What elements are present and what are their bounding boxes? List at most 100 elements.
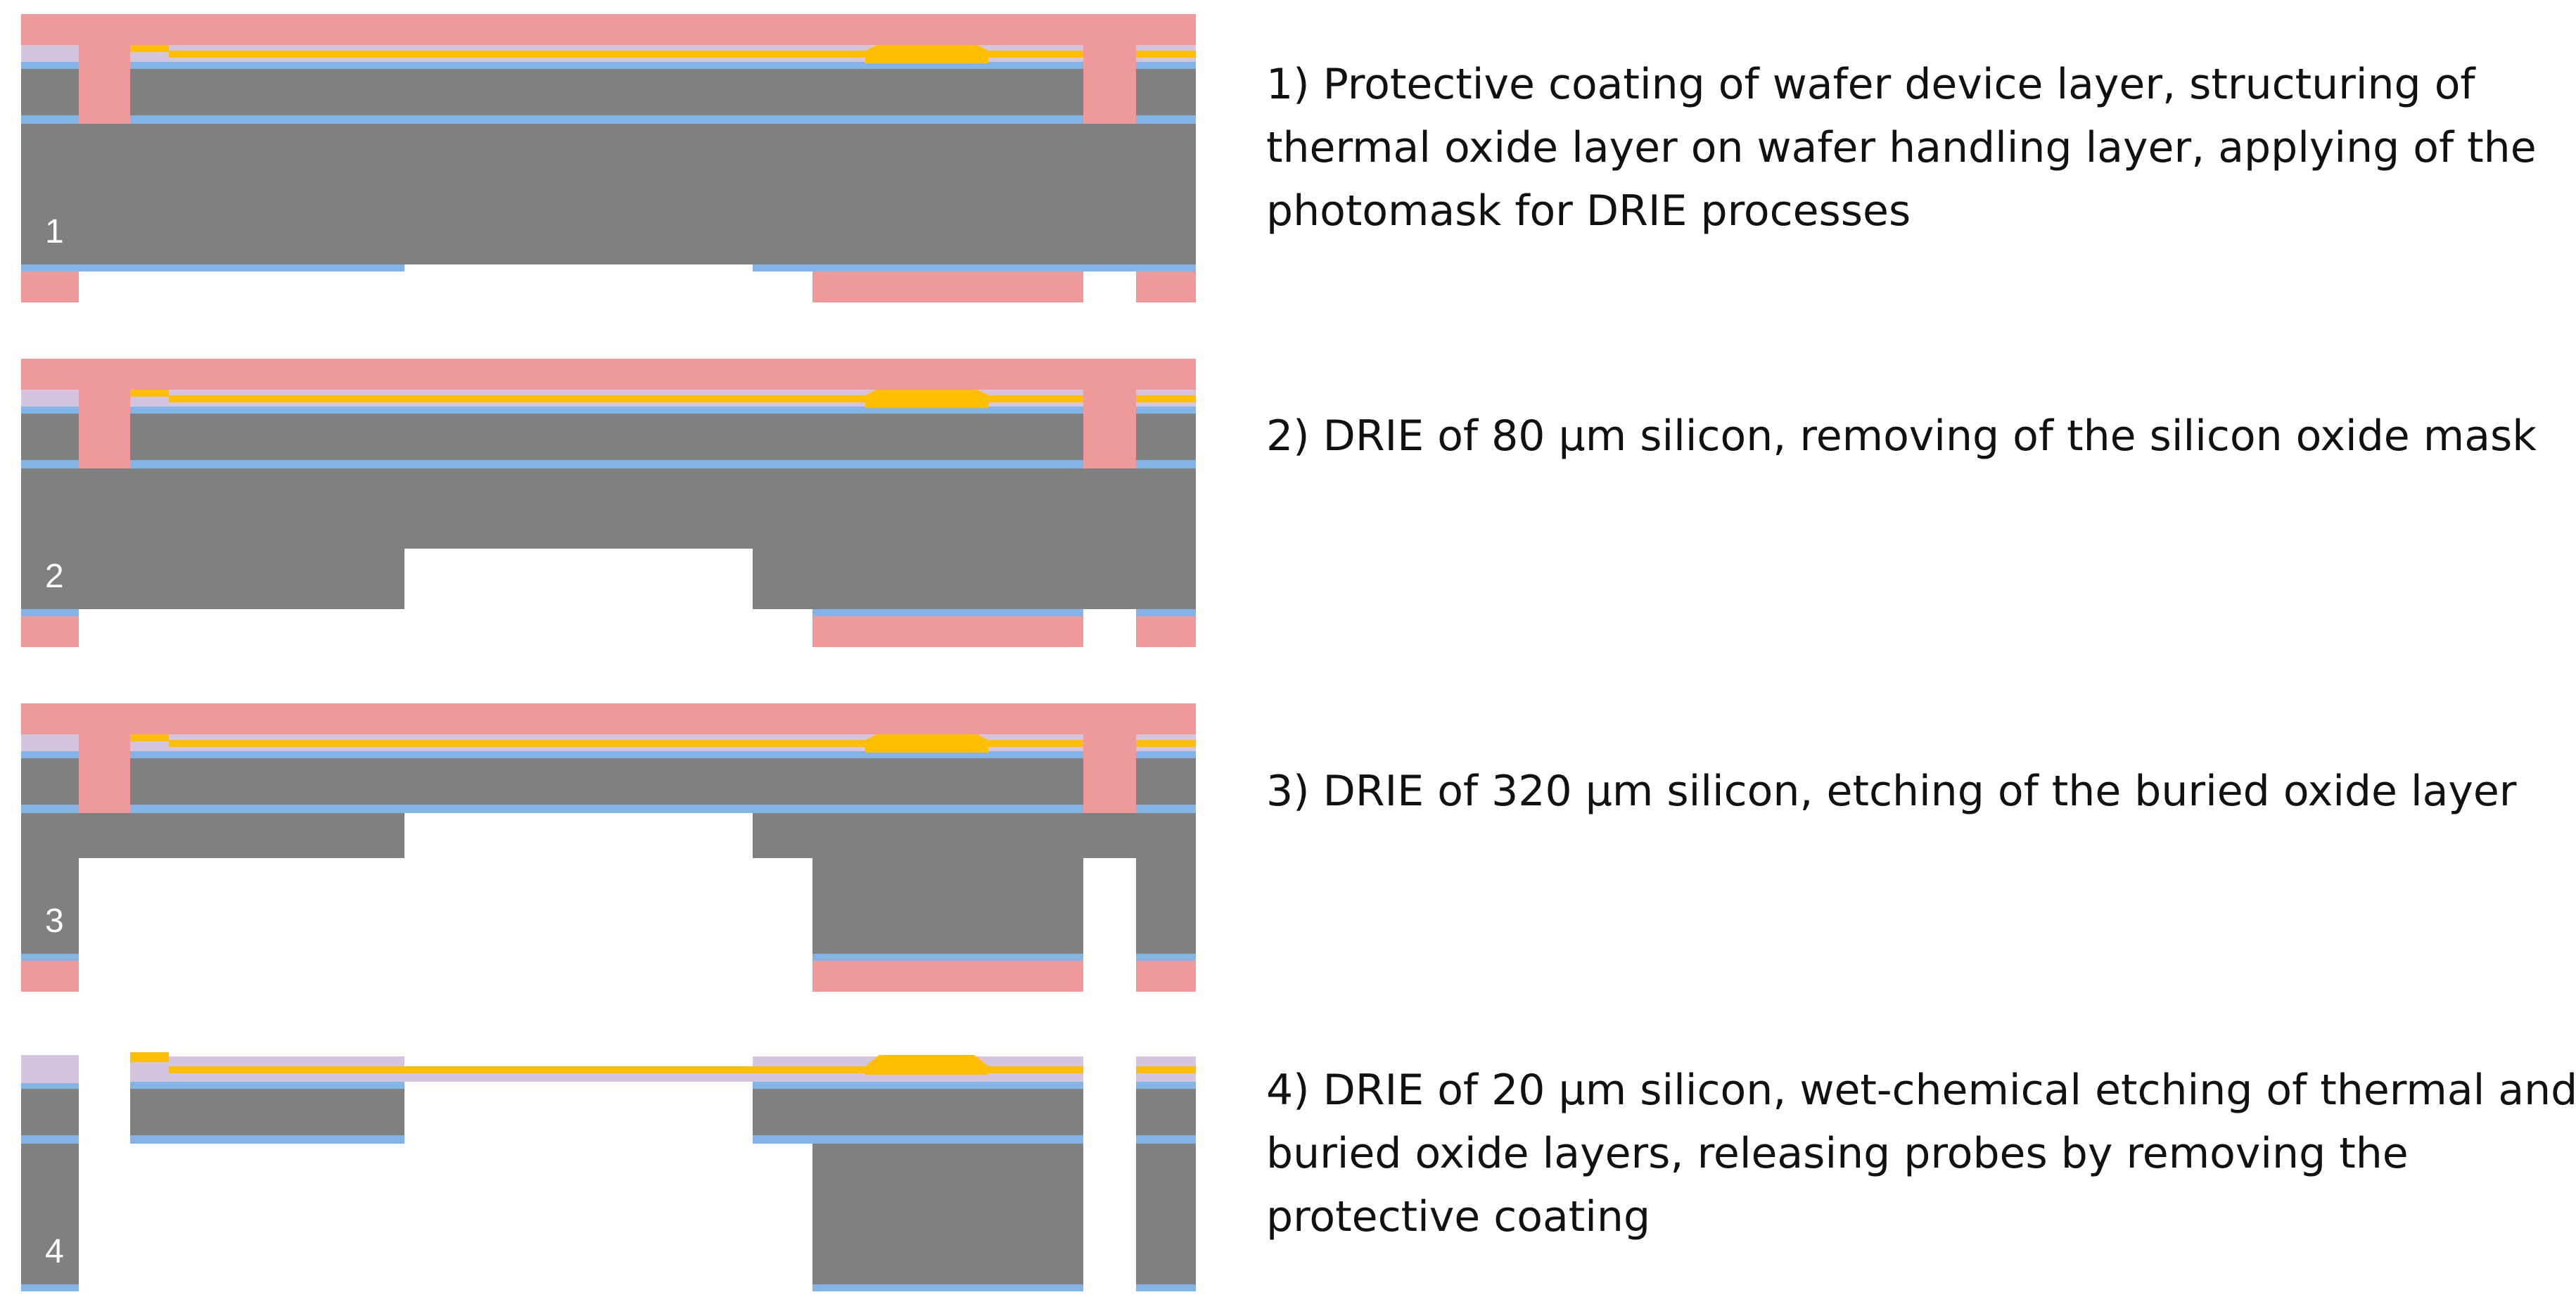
caption-line: protective coating (1266, 1192, 1651, 1241)
oxide-line (21, 609, 79, 616)
oxide-line (812, 954, 1083, 961)
photomask (1136, 616, 1196, 647)
protective-coating-plug (79, 703, 130, 813)
protective-coating-bump (865, 729, 988, 734)
step-caption-3: 3) DRIE of 320 µm silicon, etching of th… (1266, 760, 2568, 823)
protective-coating-plug (1083, 14, 1136, 124)
device-layer-silicon (130, 757, 1083, 805)
protective-coating (21, 359, 1196, 390)
oxide-line (21, 954, 79, 961)
thermal-oxide-line (21, 1082, 79, 1089)
buried-oxide-line (130, 460, 1083, 468)
device-layer-silicon (21, 1087, 79, 1135)
photomask (812, 271, 1083, 302)
handling-block (812, 858, 1083, 954)
protective-coating-plug (1083, 703, 1136, 813)
protective-coating-bump (865, 384, 988, 390)
metal-pad (865, 388, 988, 408)
device-layer-silicon (130, 412, 1083, 460)
buried-oxide-line (130, 805, 1083, 813)
thermal-oxide-mask (753, 264, 1196, 271)
photomask (1136, 271, 1196, 302)
photomask (21, 271, 79, 302)
metal-trace (169, 51, 1196, 58)
metal-trace (1136, 1066, 1196, 1073)
caption-line: 4) DRIE of 20 µm silicon, wet-chemical e… (1266, 1066, 2576, 1115)
thermal-oxide-line (753, 1082, 1083, 1089)
metal-pad (865, 44, 988, 63)
device-layer-silicon (21, 757, 79, 805)
oxide-line (812, 609, 1083, 616)
protective-coating-plug (79, 14, 130, 124)
handling-pillar (21, 858, 79, 954)
handling-membrane (21, 813, 404, 858)
thermal-oxide-line (1136, 62, 1196, 69)
thermal-oxide-line (21, 62, 79, 69)
thermal-oxide-line (1136, 1082, 1196, 1089)
metal-contact (130, 1052, 169, 1062)
device-layer-silicon (1136, 757, 1196, 805)
device-layer-silicon (1136, 68, 1196, 115)
step-caption-1: 1) Protective coating of wafer device la… (1266, 53, 2568, 243)
device-layer-silicon (1136, 412, 1196, 460)
protective-coating-plug (79, 359, 130, 468)
step-number-label: 4 (45, 1233, 64, 1270)
photomask (21, 616, 79, 647)
metal-pad (865, 733, 988, 753)
metal-pad (865, 1055, 988, 1075)
device-layer-silicon (753, 1087, 1083, 1135)
thermal-oxide-line (130, 62, 1083, 69)
handling-pillar (1136, 858, 1196, 954)
caption-line: photomask for DRIE processes (1266, 186, 1911, 236)
protective-coating (21, 703, 1196, 734)
step-number-label: 1 (45, 213, 64, 250)
photomask (1136, 961, 1196, 992)
handling-block (812, 1144, 1083, 1284)
buried-oxide-line (130, 115, 1083, 124)
device-layer-silicon (130, 1087, 404, 1135)
step-caption-4: 4) DRIE of 20 µm silicon, wet-chemical e… (1266, 1059, 2576, 1248)
buried-oxide-line (1136, 115, 1196, 124)
buried-oxide-line (21, 1135, 79, 1144)
thermal-oxide-line (130, 1082, 404, 1089)
buried-oxide-line (130, 1135, 404, 1144)
thermal-oxide-line (1136, 751, 1196, 758)
etched-cavity (404, 549, 753, 609)
metal-trace (169, 395, 1196, 402)
thermal-oxide-line (21, 751, 79, 758)
photomask (812, 616, 1083, 647)
thermal-oxide-mask (21, 264, 404, 271)
metal-trace (169, 740, 1196, 747)
handling-pillar (1136, 1144, 1196, 1284)
caption-line: thermal oxide layer on wafer handling la… (1266, 123, 2537, 172)
photomask (812, 961, 1083, 992)
buried-oxide-line (21, 460, 79, 468)
device-layer-silicon (21, 412, 79, 460)
caption-line: buried oxide layers, releasing probes by… (1266, 1129, 2409, 1178)
device-layer-silicon (130, 68, 1083, 115)
handling-layer-silicon (21, 124, 1196, 264)
oxide-line (1136, 609, 1196, 616)
device-layer-silicon (1136, 1087, 1196, 1135)
buried-oxide-line (1136, 460, 1196, 468)
oxide-line (812, 1284, 1083, 1291)
step-number-label: 2 (45, 558, 64, 595)
step-caption-2: 2) DRIE of 80 µm silicon, removing of th… (1266, 404, 2568, 468)
buried-oxide-line (1136, 805, 1196, 813)
caption-line: 1) Protective coating of wafer device la… (1266, 60, 2475, 109)
buried-oxide-line (753, 1135, 1083, 1144)
thermal-oxide-line (21, 407, 79, 414)
thermal-oxide-line (130, 751, 1083, 758)
protective-coating-bump (865, 39, 988, 45)
step-number-label: 3 (45, 902, 64, 940)
caption-line: 2) DRIE of 80 µm silicon, removing of th… (1266, 411, 2537, 461)
passivation-layer (21, 1055, 79, 1083)
oxide-line (1136, 954, 1196, 961)
caption-line: 3) DRIE of 320 µm silicon, etching of th… (1266, 767, 2517, 816)
buried-oxide-line (21, 805, 79, 813)
thermal-oxide-line (1136, 407, 1196, 414)
handling-membrane (753, 813, 1196, 858)
buried-oxide-line (1136, 1135, 1196, 1144)
oxide-line (21, 1284, 79, 1291)
buried-oxide-line (21, 115, 79, 124)
